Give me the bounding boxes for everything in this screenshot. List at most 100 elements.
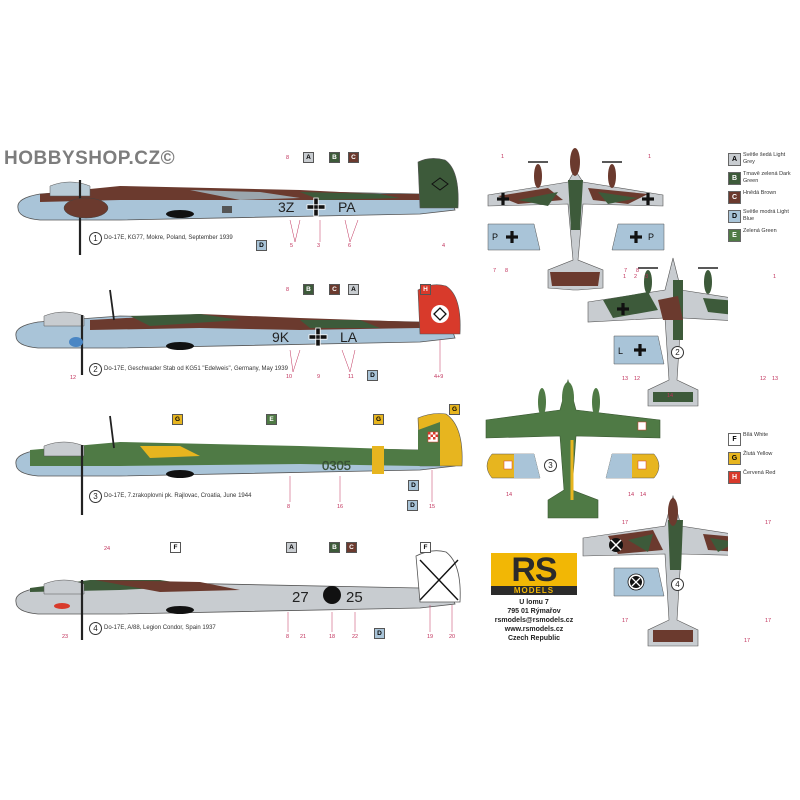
plan-2-wing-left <box>613 335 665 365</box>
color-tag-B: B <box>303 284 314 295</box>
color-tag-D: D <box>256 240 267 251</box>
callout: 1 <box>501 154 505 160</box>
callout: 2 <box>634 274 638 280</box>
callout: 11 <box>348 374 354 380</box>
callout: 17 <box>744 638 751 644</box>
profile-3: 0305 <box>15 413 463 515</box>
color-tag-B: B <box>329 152 340 163</box>
color-tag-G: G <box>373 414 384 425</box>
plan-3-wing-right <box>605 453 660 479</box>
callout: 12 <box>70 375 77 381</box>
side-profiles: 3Z PA 9K LA <box>15 158 463 640</box>
callout: 5 <box>290 243 294 249</box>
legend-label: Světle šedá Light Grey <box>743 152 786 165</box>
legend-swatch: D <box>728 210 741 223</box>
callout: 4 <box>442 243 446 249</box>
color-tag-D: D <box>408 480 419 491</box>
plan-number-2: 2 <box>671 346 684 359</box>
color-tag-G: G <box>449 404 460 415</box>
legend-swatch: F <box>728 433 741 446</box>
color-tag-B: B <box>329 542 340 553</box>
profile-number-4: 4 <box>89 622 102 635</box>
legend-swatch: E <box>728 229 741 242</box>
plan-views: P P L L <box>485 148 728 647</box>
legend-label: Žlutá Yellow <box>743 451 773 457</box>
color-tag-E: E <box>266 414 277 425</box>
email-link[interactable]: rsmodels@rsmodels.cz <box>494 617 574 624</box>
callout: 22 <box>352 634 359 640</box>
plan-3-wing-left <box>486 453 541 479</box>
profile-number-3: 3 <box>89 490 102 503</box>
callout: 3 <box>317 243 321 249</box>
callout: 20 <box>449 634 456 640</box>
callout: 10 <box>286 374 293 380</box>
callout: 13 <box>622 376 629 382</box>
code-right-4: 25 <box>346 589 363 606</box>
legend-label: Hnědá Brown <box>743 190 777 196</box>
callout: 8 <box>287 504 291 510</box>
callout: 8 <box>286 634 290 640</box>
plan-1-top <box>487 148 664 291</box>
color-tag-D: D <box>367 370 378 381</box>
wing-code-p1-right: P <box>648 232 654 242</box>
callout: 18 <box>329 634 336 640</box>
callout: 14 <box>640 492 647 498</box>
color-tag-A: A <box>348 284 359 295</box>
address-line: 795 01 Rýmařov <box>507 608 561 615</box>
plan-4-wing-left <box>613 567 665 597</box>
profile-caption-4: Do-17E, A/88, Legion Condor, Spain 1937 <box>104 625 216 631</box>
color-tag-F: F <box>420 542 431 553</box>
rs-models-logo: RS MODELS <box>491 553 577 595</box>
color-tag-D: D <box>407 500 418 511</box>
callout: 19 <box>427 634 434 640</box>
callout: 6 <box>348 243 352 249</box>
color-tag-D: D <box>374 628 385 639</box>
callout: 3 <box>645 274 649 280</box>
legend-swatch: H <box>728 471 741 484</box>
callout: 13 <box>772 376 779 382</box>
callout: 9 <box>317 374 321 380</box>
callout: 24 <box>104 546 111 552</box>
legend-swatch: G <box>728 452 741 465</box>
callout: 23 <box>62 634 69 640</box>
callout: 16 <box>337 504 344 510</box>
address-line: U lomu 7 <box>519 599 549 606</box>
code-right-1: PA <box>338 199 356 215</box>
legend-label: Zelená Green <box>743 228 777 234</box>
wing-code-p2-left: L <box>618 346 623 356</box>
profile-caption-1: Do-17E, KG77, Mokre, Poland, September 1… <box>104 235 233 241</box>
callout: 14 <box>628 492 635 498</box>
callout: 7 <box>493 268 497 274</box>
profile-number-1: 1 <box>89 232 102 245</box>
plan-4-top <box>582 494 728 647</box>
callout: 8 <box>505 268 509 274</box>
profile-4: 27 25 <box>15 550 461 640</box>
legend-label: Bílá White <box>743 432 769 438</box>
callout: 8 <box>636 268 640 274</box>
callout: 14 <box>506 492 513 498</box>
callout: 12 <box>760 376 767 382</box>
wing-code-p1-left: P <box>492 232 498 242</box>
legend-label: Tmavě zelená Dark Green <box>743 171 791 184</box>
logo-letters: RS <box>511 551 557 589</box>
plan-1-wing-left <box>487 223 541 251</box>
brand-block: RS MODELS U lomu 7 795 01 Rýmařov rsmode… <box>486 553 582 643</box>
address-block: U lomu 7 795 01 Rýmařov rsmodels@rsmodel… <box>486 598 582 643</box>
color-tag-A: A <box>303 152 314 163</box>
callout: 17 <box>622 618 629 624</box>
plan-1-wing-right <box>611 223 665 251</box>
callout: 1 <box>623 274 627 280</box>
profile-caption-2: Do-17E, Geschwader Stab od KG51 "Edelwei… <box>104 366 288 372</box>
legend-swatch: C <box>728 191 741 204</box>
callout: 1 <box>648 154 652 160</box>
website-link[interactable]: www.rsmodels.cz <box>504 626 564 633</box>
code-left-4: 27 <box>292 589 309 606</box>
profile-number-2: 2 <box>89 363 102 376</box>
callout: 17 <box>765 520 772 526</box>
callout: 21 <box>300 634 307 640</box>
address-line: Czech Republic <box>507 635 561 642</box>
profile-1: 3Z PA <box>17 158 459 255</box>
code-left-2: 9K <box>272 329 290 345</box>
legend-swatch: A <box>728 153 741 166</box>
profile-caption-3: Do-17E, 7.zrakoplovni pk. Rajlovac, Croa… <box>104 493 252 499</box>
